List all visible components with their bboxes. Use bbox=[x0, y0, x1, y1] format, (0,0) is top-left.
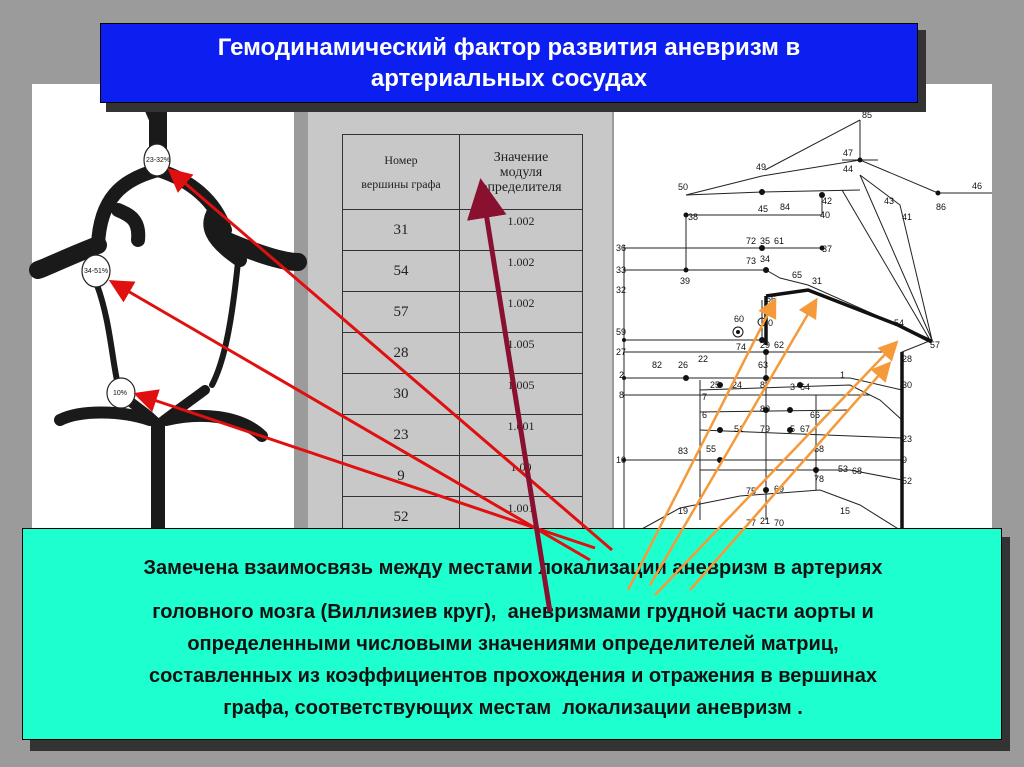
maroon-arrow bbox=[482, 188, 550, 612]
orange-arrow bbox=[655, 344, 895, 595]
orange-arrow bbox=[690, 365, 888, 590]
red-arrow bbox=[172, 172, 612, 550]
